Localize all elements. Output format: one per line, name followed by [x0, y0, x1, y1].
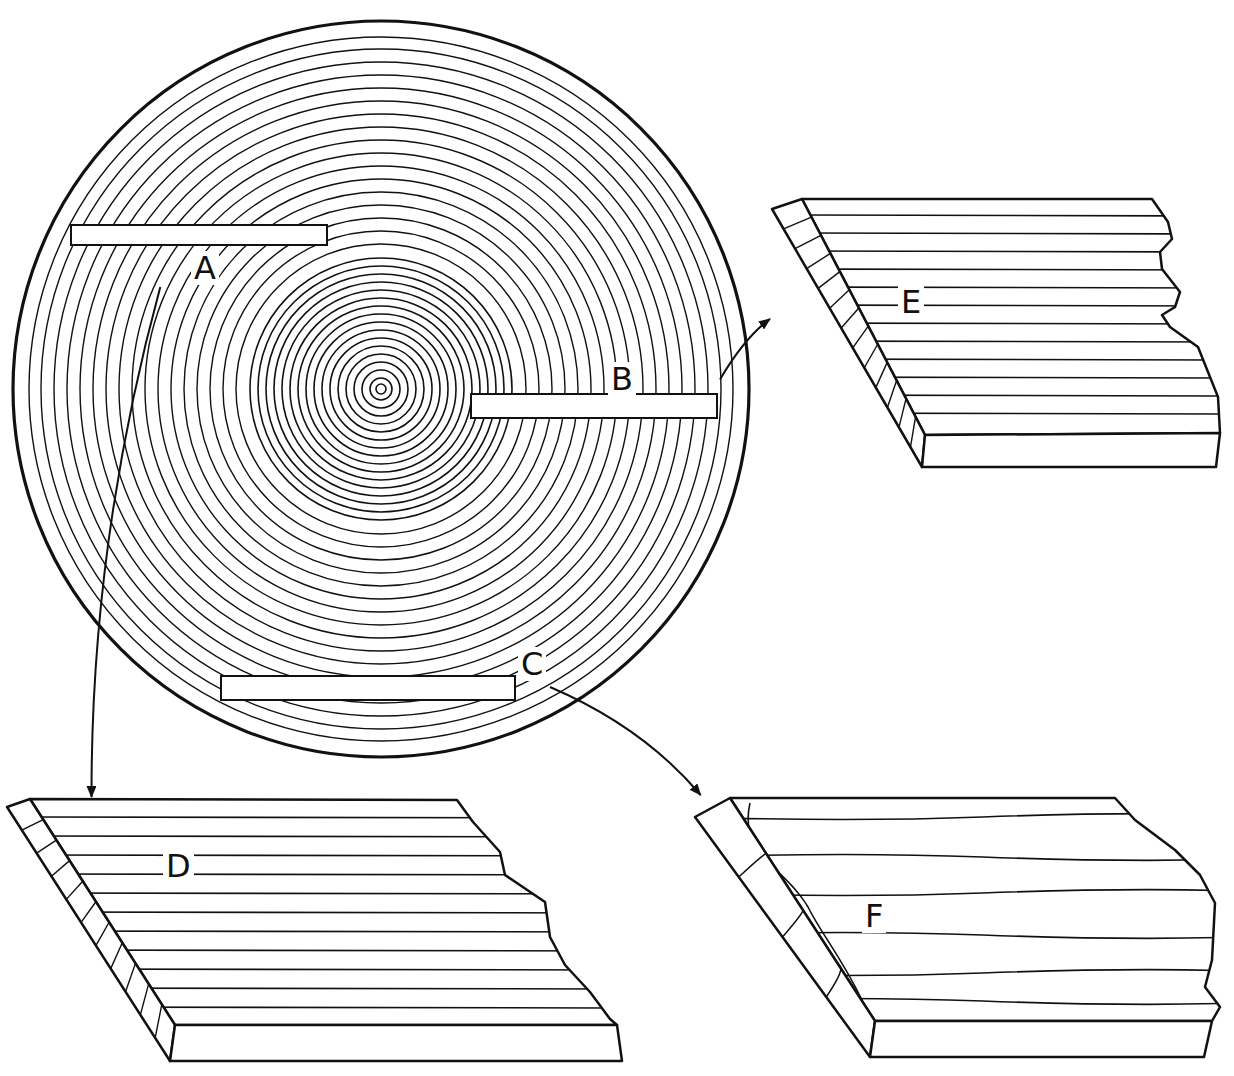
board-edge-face	[922, 433, 1220, 467]
board-edge-face	[170, 1025, 622, 1061]
cut-outline	[470, 362, 720, 420]
arrow-connector	[550, 687, 701, 795]
end-grain	[739, 854, 841, 997]
board-d: D	[5, 797, 623, 1065]
board-cut-rect	[471, 394, 717, 418]
part-letter: C	[518, 647, 546, 681]
cut-outline	[220, 645, 550, 705]
cut-a: A	[70, 224, 328, 287]
board-outline	[770, 197, 1222, 468]
end-grain	[784, 217, 916, 447]
board-cut-rect	[221, 676, 515, 700]
arrow-connector	[720, 319, 770, 379]
arrow-connector	[92, 287, 161, 797]
board-end-face	[7, 799, 175, 1061]
cut-c: C	[220, 645, 550, 705]
part-letter: B	[608, 362, 636, 396]
board-end-face	[772, 199, 925, 467]
board-edge-face	[870, 1021, 1212, 1057]
board-f: F	[690, 795, 1222, 1060]
part-letter: E	[898, 285, 924, 319]
board-outline	[690, 795, 1222, 1060]
board-end-face	[695, 798, 875, 1057]
part-letter: A	[191, 251, 219, 285]
part-letter: D	[163, 849, 194, 883]
bark-outline	[13, 21, 749, 757]
end-grain	[22, 820, 162, 1038]
inner-growth-rings	[250, 258, 512, 520]
board-e: E	[770, 197, 1222, 468]
part-letter: F	[862, 899, 886, 933]
board-outline	[5, 797, 623, 1065]
board-cut-rect	[71, 225, 327, 245]
board-face	[730, 798, 1220, 1021]
cut-b: B	[470, 362, 720, 420]
